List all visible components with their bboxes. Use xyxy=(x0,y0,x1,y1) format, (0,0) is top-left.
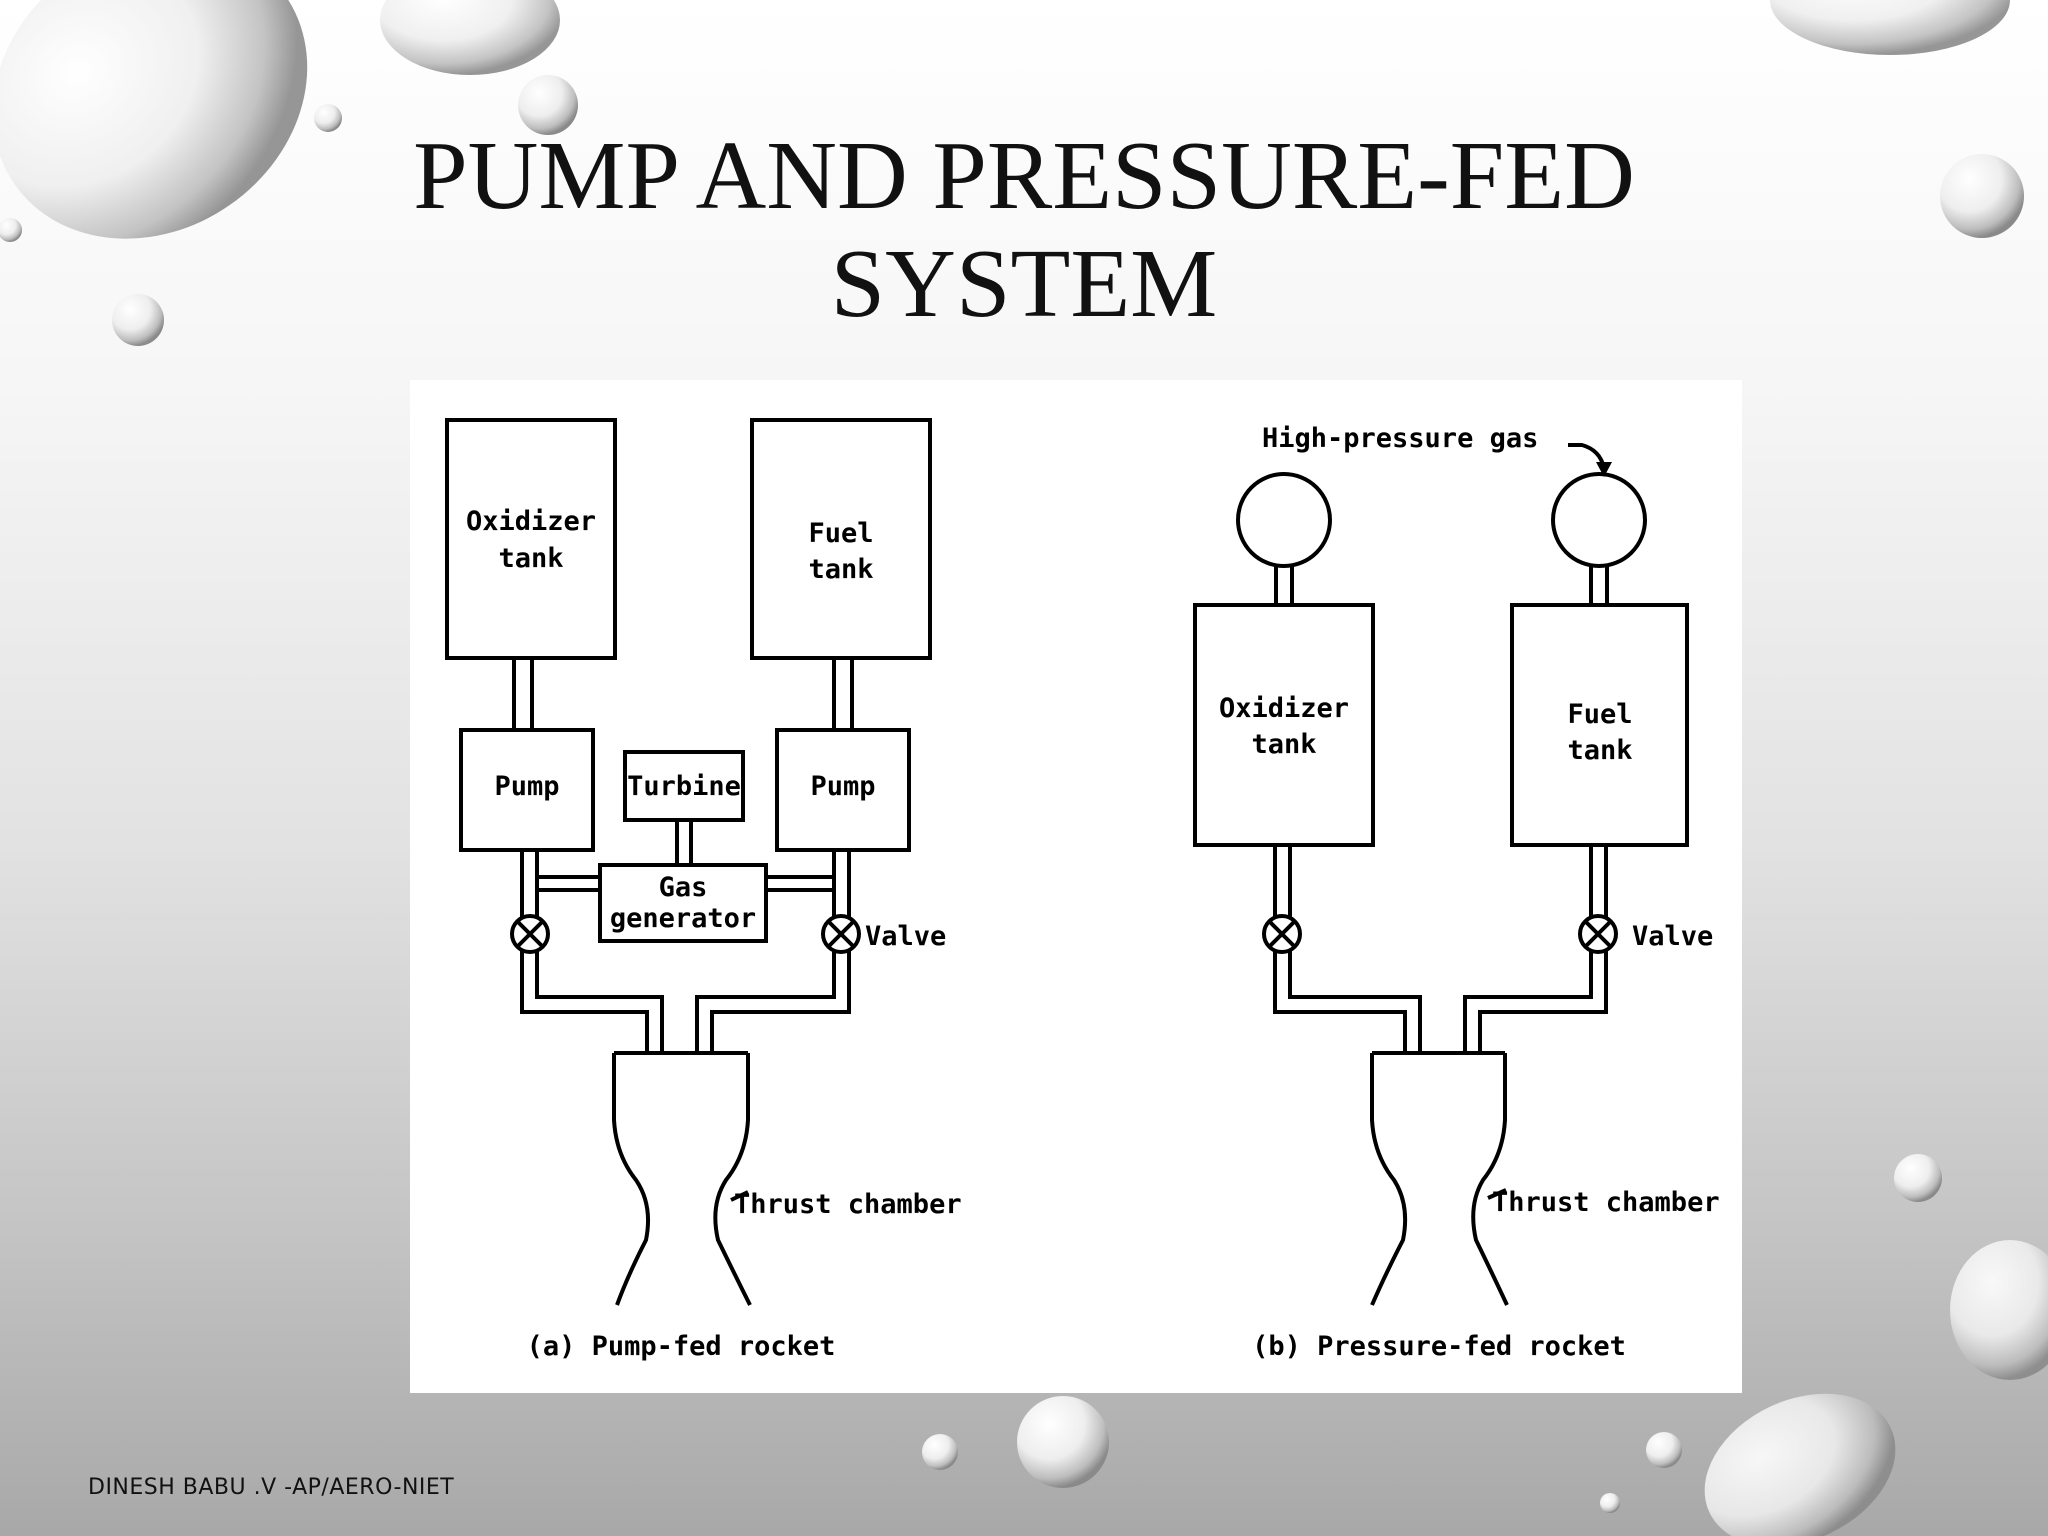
pressure-fed-left-valve xyxy=(1262,914,1302,954)
pressure-fed-thrust-chamber xyxy=(1370,1051,1509,1306)
pressure-fed-fuel-label-2: tank xyxy=(1567,735,1632,766)
droplet xyxy=(0,218,22,242)
pump-fed-caption: (a) Pump-fed rocket xyxy=(527,1331,836,1362)
pressure-fed-oxidizer-label-2: tank xyxy=(1251,729,1316,760)
pump-fed-fuel-label-1: Fuel xyxy=(808,518,873,549)
pump-fed-right-valve xyxy=(821,914,861,954)
pump-fed-left-pump-label: Pump xyxy=(494,771,559,802)
pressure-fed-thrust-chamber-label: Thrust chamber xyxy=(1492,1187,1720,1218)
droplet xyxy=(922,1434,958,1470)
droplet xyxy=(1940,154,2024,238)
pressure-fed-right-valve xyxy=(1578,914,1618,954)
pump-fed-thrust-chamber-label: Thrust chamber xyxy=(734,1189,962,1220)
pump-fed-fuel-tank xyxy=(750,418,932,660)
diagram-svg: Oxidizer tank Fuel tank Pump Turbine Pum… xyxy=(445,418,1720,1362)
pump-fed-oxidizer-label-2: tank xyxy=(498,543,563,574)
title-line-2: SYSTEM xyxy=(830,230,1218,338)
footer-author: DINESH BABU .V -AP/AERO-NIET xyxy=(88,1475,455,1500)
title-line-1: PUMP AND PRESSURE-FED xyxy=(413,122,1635,230)
pressure-fed-right-gas-sphere xyxy=(1551,472,1647,568)
pump-fed-turbine xyxy=(623,750,745,822)
droplet xyxy=(0,0,308,239)
pump-fed-right-pump-label: Pump xyxy=(810,771,875,802)
pump-fed-left-pump xyxy=(459,728,595,852)
pump-fed-right-pump xyxy=(775,728,911,852)
pressure-fed-valve-label: Valve xyxy=(1632,921,1713,952)
pump-fed-turbine-label: Turbine xyxy=(627,771,741,802)
droplet xyxy=(1646,1432,1682,1468)
droplet xyxy=(112,294,164,346)
pump-fed-left-valve xyxy=(510,914,550,954)
droplet xyxy=(1017,1396,1109,1488)
pump-fed-gas-generator xyxy=(598,863,768,943)
droplet xyxy=(1770,0,2010,55)
pressure-fed-fuel-tank xyxy=(1510,603,1689,847)
pressure-fed-oxidizer-label-1: Oxidizer xyxy=(1219,693,1349,724)
droplet xyxy=(1950,1240,2048,1380)
pressure-fed-fuel-label-1: Fuel xyxy=(1567,699,1632,730)
droplet xyxy=(1600,1493,1620,1513)
pump-fed-oxidizer-label-1: Oxidizer xyxy=(466,506,596,537)
slide-title: PUMP AND PRESSURE-FED SYSTEM xyxy=(224,122,1824,338)
pump-fed-gas-generator-label-1: Gas xyxy=(659,872,708,903)
pump-fed-oxidizer-tank xyxy=(445,418,617,660)
rocket-feed-system-diagram: Oxidizer tank Fuel tank Pump Turbine Pum… xyxy=(410,380,1742,1393)
pressure-fed-left-gas-sphere xyxy=(1236,472,1332,568)
pressure-fed-caption: (b) Pressure-fed rocket xyxy=(1252,1331,1626,1362)
droplet xyxy=(518,75,578,135)
pressure-fed-oxidizer-tank xyxy=(1193,603,1375,847)
droplet xyxy=(380,0,560,75)
pump-fed-thrust-chamber xyxy=(612,1051,752,1306)
high-pressure-gas-label: High-pressure gas xyxy=(1262,423,1538,454)
pump-fed-fuel-label-2: tank xyxy=(808,554,873,585)
pump-fed-gas-generator-label-2: generator xyxy=(610,903,756,934)
droplet xyxy=(1704,1393,1896,1536)
droplet xyxy=(1894,1154,1942,1202)
droplet xyxy=(314,104,342,132)
pump-fed-valve-label: Valve xyxy=(865,921,946,952)
